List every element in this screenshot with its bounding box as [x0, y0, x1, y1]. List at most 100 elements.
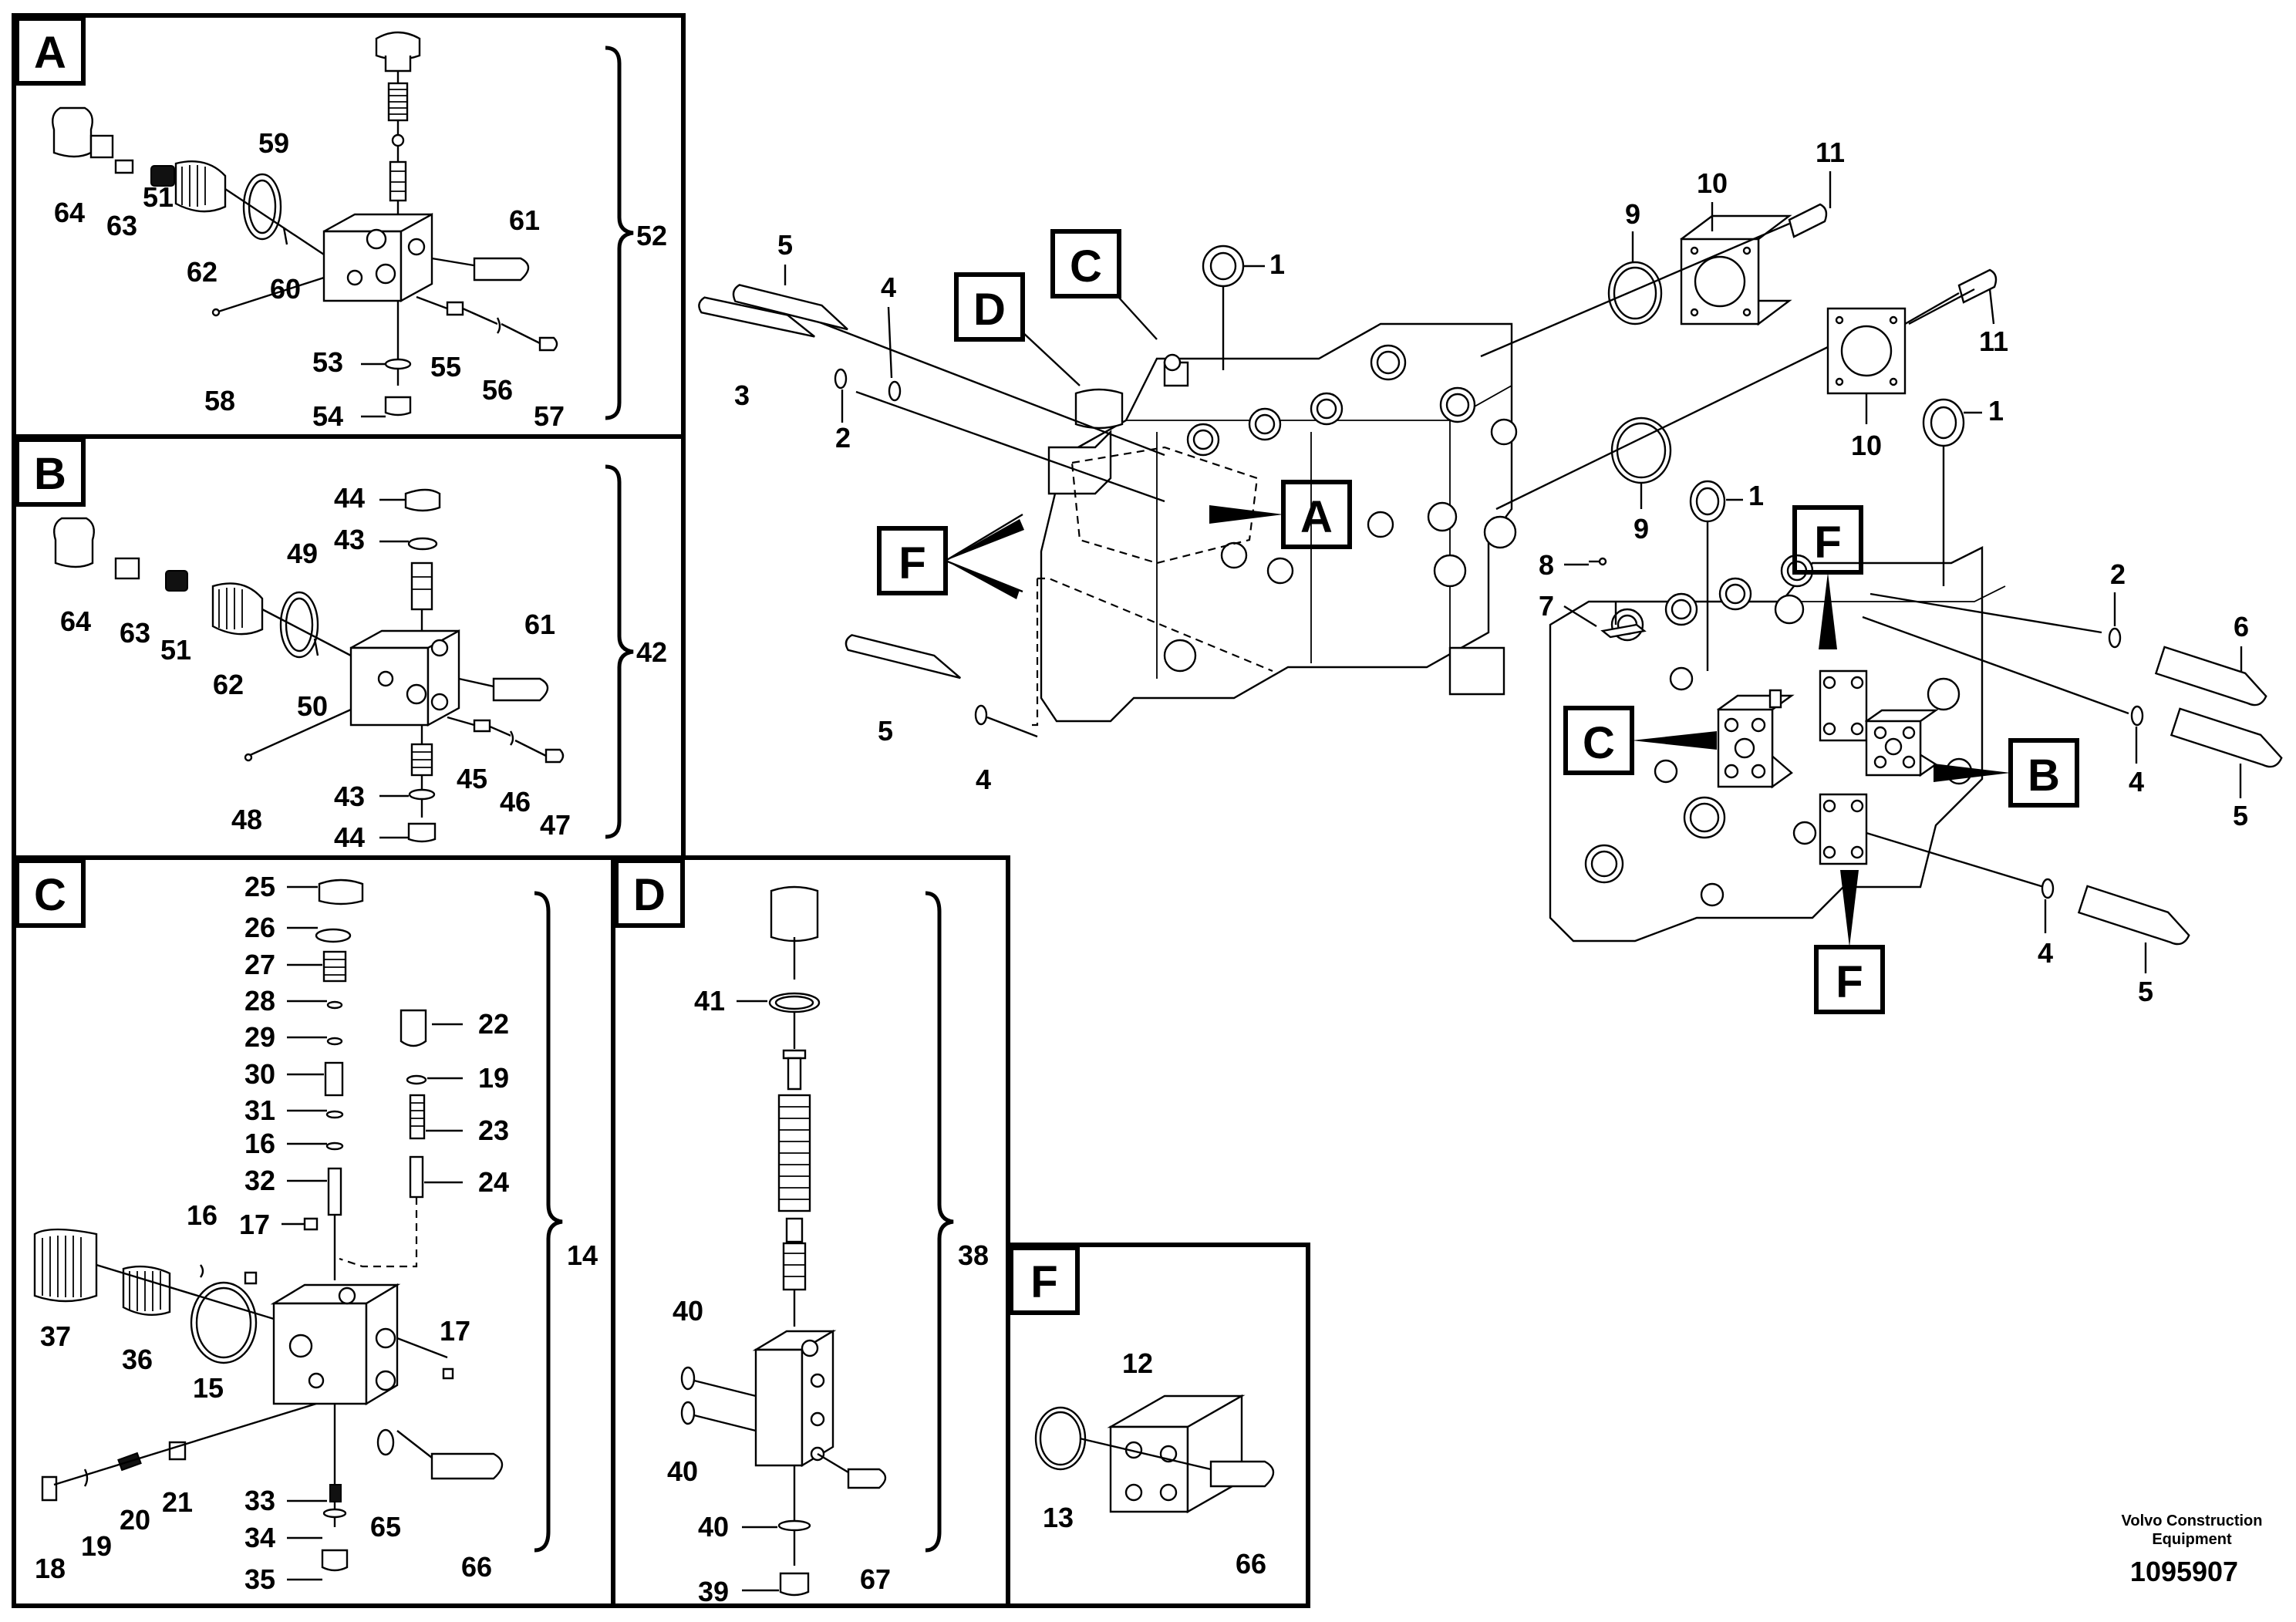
a-cap-part [375, 31, 421, 61]
panel-c-group-number: 14 [567, 1239, 598, 1271]
svg-text:F: F [1836, 957, 1863, 1007]
part-number-label-58: 58 [204, 385, 235, 416]
part-number-label-61: 61 [524, 609, 555, 640]
part-number-label-17: 17 [239, 1209, 270, 1240]
panel-d-letter-box [614, 858, 685, 928]
part-number-label-27: 27 [244, 949, 275, 980]
part-number-label-16: 16 [244, 1128, 275, 1159]
part-number-label-66: 66 [461, 1551, 492, 1583]
a-plug-64 [52, 106, 93, 158]
part-number-label-40: 40 [667, 1455, 698, 1487]
panel-d-group-number: 38 [958, 1239, 989, 1271]
part-number-label-10: 10 [1697, 167, 1728, 199]
part-number-label-50: 50 [297, 690, 328, 722]
main-valve-block-lower [1549, 288, 2283, 946]
part-number-label-12: 12 [1122, 1347, 1153, 1379]
panel-c-letter-box [15, 858, 86, 928]
part-number-label-66: 66 [1236, 1548, 1266, 1580]
part-number-label-26: 26 [244, 912, 275, 943]
part-number-label-4: 4 [976, 764, 991, 795]
part-number-label-45: 45 [457, 763, 487, 794]
part-number-label-60: 60 [270, 273, 301, 305]
part-number-label-30: 30 [244, 1058, 275, 1090]
part-number-label-62: 62 [213, 669, 244, 700]
part-number-label-59: 59 [258, 127, 289, 159]
drawing-number: 1095907 [2130, 1556, 2238, 1587]
part-number-label-5: 5 [777, 229, 793, 261]
part-number-label-21: 21 [162, 1486, 193, 1518]
main-callouts: A C D F F C B F [877, 229, 2079, 1014]
panel-a-letter-box [15, 16, 86, 86]
part-number-label-40: 40 [673, 1295, 703, 1327]
part-number-label-53: 53 [312, 346, 343, 378]
part-number-label-22: 22 [478, 1008, 509, 1040]
part-number-label-6: 6 [2234, 611, 2249, 642]
panel-c-drawing [33, 878, 504, 1572]
panel-a-brace [605, 46, 634, 420]
svg-text:D: D [973, 285, 1006, 335]
part-number-label-65: 65 [370, 1511, 401, 1543]
part-number-label-55: 55 [430, 351, 461, 383]
part-number-label-5: 5 [878, 715, 893, 747]
panel-b-labels: 64 63 51 62 49 50 44 43 61 48 43 44 45 4… [60, 482, 571, 853]
part-number-label-62: 62 [187, 256, 217, 288]
part-number-label-56: 56 [482, 374, 513, 406]
part-number-label-34: 34 [244, 1522, 275, 1553]
svg-text:F: F [1814, 518, 1841, 568]
part-number-label-29: 29 [244, 1021, 275, 1053]
part-number-label-43: 43 [334, 781, 365, 812]
part-number-label-1: 1 [1269, 248, 1285, 280]
panel-c-letter: C [34, 870, 66, 920]
part-number-label-18: 18 [35, 1553, 66, 1584]
svg-text:C: C [1070, 241, 1102, 292]
panel-d-brace [925, 891, 954, 1553]
part-number-label-24: 24 [478, 1166, 509, 1198]
part-number-label-9: 9 [1633, 513, 1649, 545]
panel-c-brace [534, 891, 563, 1553]
svg-text:C: C [1583, 718, 1615, 768]
panel-c-labels: 25 26 27 28 29 30 31 16 32 17 16 22 19 2… [35, 871, 509, 1595]
part-number-label-9: 9 [1625, 198, 1640, 230]
panel-f-labels: 12 13 66 [1043, 1347, 1266, 1580]
part-number-label-1: 1 [1988, 395, 2004, 427]
main-valve-block-upper [1040, 322, 1518, 723]
panel-d-frame [611, 855, 1010, 1608]
part-number-label-41: 41 [694, 985, 725, 1017]
part-number-label-49: 49 [287, 538, 318, 569]
panel-c-frame [12, 855, 615, 1608]
part-number-label-16: 16 [187, 1199, 217, 1231]
part-number-label-15: 15 [193, 1372, 224, 1404]
panel-a-labels: 64 63 51 62 59 60 61 58 53 54 55 56 57 [54, 127, 565, 432]
part-number-label-7: 7 [1539, 590, 1554, 622]
part-number-label-19: 19 [81, 1530, 112, 1562]
callout-box-d [954, 272, 1025, 342]
part-number-label-57: 57 [534, 400, 565, 432]
part-number-label-8: 8 [1539, 549, 1554, 581]
part-number-label-3: 3 [734, 379, 750, 411]
panel-d-letter: D [633, 870, 666, 920]
panel-f-letter-box [1009, 1246, 1080, 1315]
part-number-label-11: 11 [1979, 325, 2008, 357]
part-number-label-23: 23 [478, 1114, 509, 1146]
a-bolt-61 [473, 257, 530, 282]
part-number-label-44: 44 [334, 821, 365, 853]
panel-d-drawing [680, 885, 887, 1597]
a-cylinder-62 [174, 160, 227, 213]
part-number-label-51: 51 [143, 181, 174, 213]
brand-line-2: Equipment [2152, 1531, 2232, 1548]
svg-text:A: A [1300, 492, 1333, 542]
part-number-label-67: 67 [860, 1563, 891, 1595]
part-number-label-43: 43 [334, 524, 365, 555]
part-number-label-47: 47 [540, 809, 571, 841]
part-number-label-37: 37 [40, 1320, 71, 1352]
panel-f-letter: F [1030, 1257, 1057, 1307]
part-number-label-35: 35 [244, 1563, 275, 1595]
panel-b-drawing [53, 488, 565, 843]
part-number-label-17: 17 [440, 1315, 470, 1347]
part-number-label-28: 28 [244, 985, 275, 1017]
part-number-label-36: 36 [122, 1344, 153, 1375]
a-location-dashed-outline [1070, 446, 1259, 565]
part-number-label-4: 4 [2038, 937, 2053, 969]
part-number-label-4: 4 [881, 271, 896, 303]
